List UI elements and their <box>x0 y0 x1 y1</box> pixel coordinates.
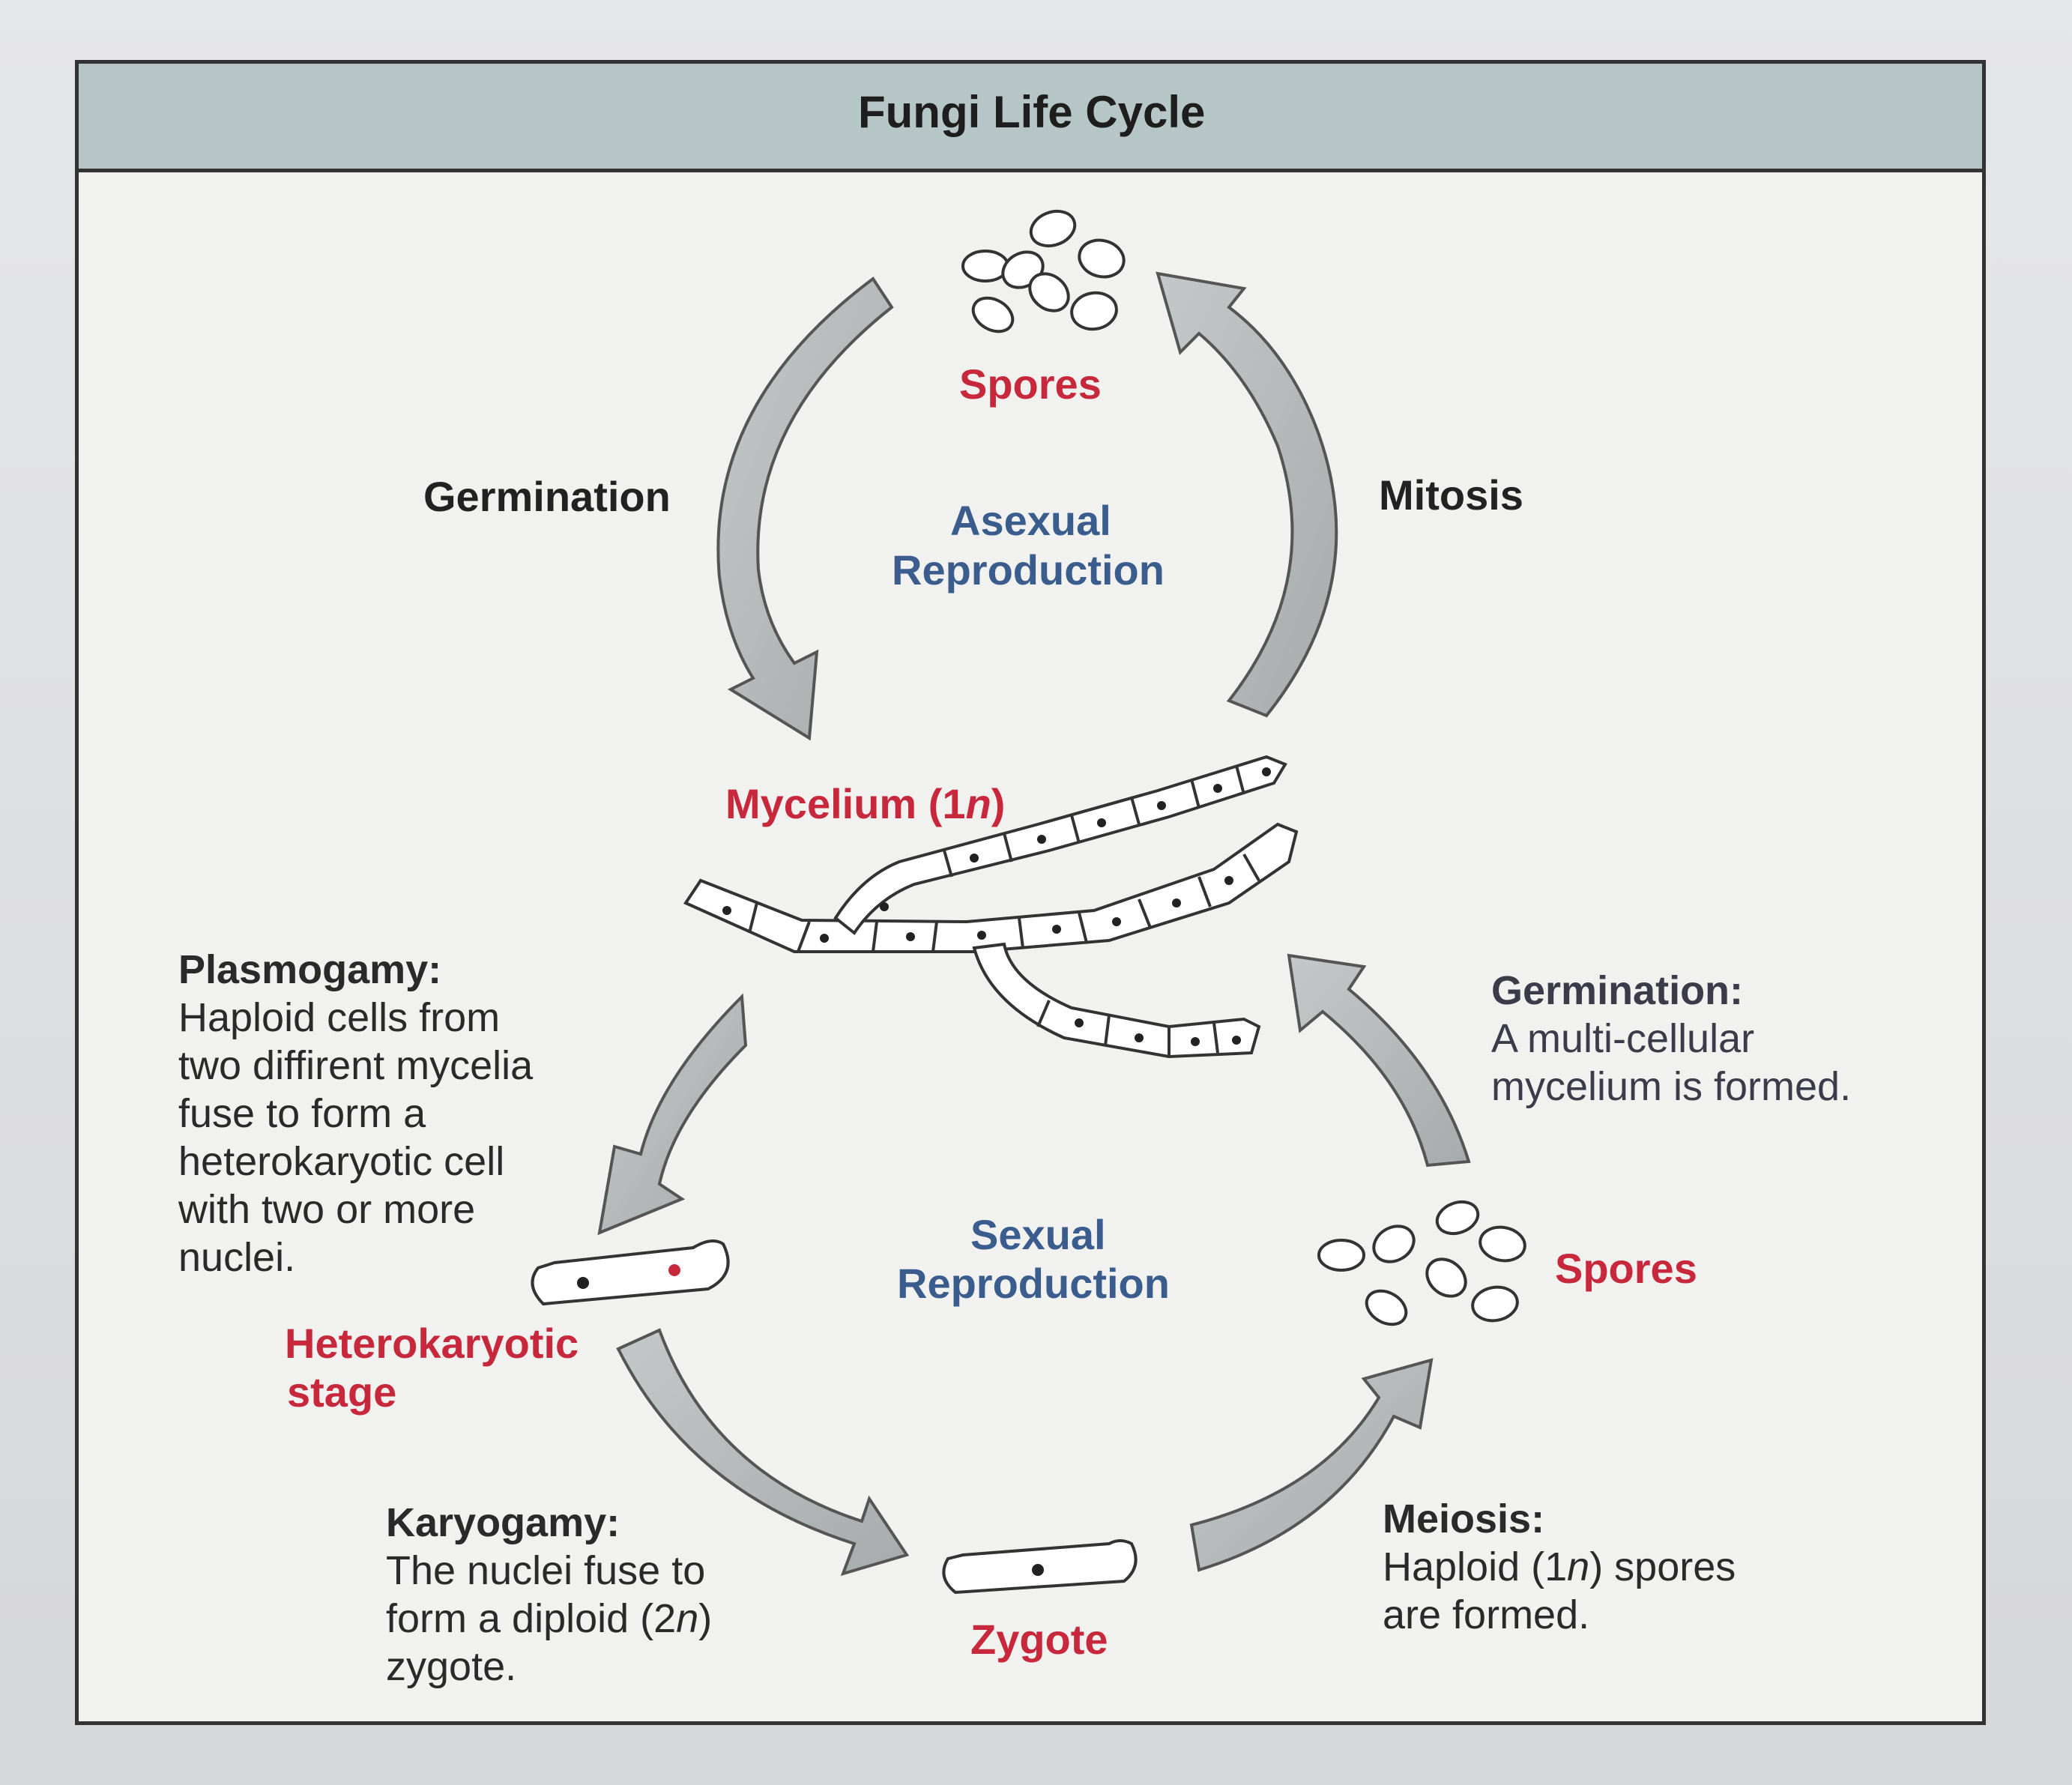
mitosis-label: Mitosis <box>1379 471 1523 519</box>
meiosis-arrow <box>1189 1358 1434 1572</box>
heterokaryotic-label: Heterokaryotic <box>285 1320 579 1367</box>
germination-line: A multi-cellular <box>1491 1016 1755 1061</box>
plasmogamy-line: nuclei. <box>178 1235 296 1280</box>
karyogamy-description: Karyogamy: The nuclei fuse to form a dip… <box>386 1499 712 1691</box>
germination-line: mycelium is formed. <box>1491 1064 1852 1109</box>
germination-arrow-asexual <box>716 277 894 741</box>
karyogamy-line: zygote. <box>386 1644 517 1689</box>
plasmogamy-line: heterokaryotic cell <box>178 1139 505 1184</box>
plasmogamy-line: with two or more <box>178 1187 476 1232</box>
sexual-label: Sexual <box>970 1211 1106 1258</box>
zygote-label: Zygote <box>970 1616 1108 1663</box>
mycelium-label: Mycelium (1n) <box>725 780 1006 827</box>
diagram-frame <box>75 60 1986 1725</box>
heterokaryotic-cell <box>531 1239 730 1306</box>
plasmogamy-line: Haploid cells from <box>178 995 501 1040</box>
karyogamy-line: The nuclei fuse to <box>386 1548 706 1593</box>
meiosis-description: Meiosis: Haploid (1n) spores are formed. <box>1383 1495 1736 1639</box>
meiosis-heading: Meiosis: <box>1383 1496 1545 1541</box>
mitosis-arrow <box>1156 271 1338 718</box>
karyogamy-heading: Karyogamy: <box>386 1500 620 1545</box>
plasmogamy-arrow <box>597 993 748 1236</box>
spores-cluster-right <box>1317 1200 1526 1326</box>
asexual-label: Asexual <box>950 497 1111 544</box>
spores-label-right: Spores <box>1555 1245 1697 1292</box>
meiosis-line: Haploid (1n) spores <box>1383 1544 1736 1589</box>
zygote-cell <box>942 1539 1138 1595</box>
germination-description: Germination: A multi-cellular mycelium i… <box>1491 967 1851 1111</box>
germination-label: Germination <box>423 473 671 520</box>
germination-heading: Germination: <box>1491 968 1744 1013</box>
reproduction-label-asexual: Reproduction <box>892 546 1165 594</box>
reproduction-label-sexual: Reproduction <box>897 1260 1170 1307</box>
title-bar <box>79 64 1982 172</box>
plasmogamy-description: Plasmogamy: Haploid cells from two diffi… <box>178 946 533 1281</box>
stage-label: stage <box>287 1368 397 1416</box>
diagram-title: Fungi Life Cycle <box>858 87 1206 137</box>
plasmogamy-heading: Plasmogamy: <box>178 947 442 992</box>
mycelium-hyphae <box>683 755 1299 1059</box>
spores-label-top: Spores <box>959 360 1102 408</box>
karyogamy-line: form a diploid (2n) <box>386 1596 713 1641</box>
plasmogamy-line: two diffirent mycelia <box>178 1043 534 1088</box>
meiosis-line: are formed. <box>1383 1592 1590 1637</box>
karyogamy-arrow <box>616 1328 910 1577</box>
plasmogamy-line: fuse to form a <box>178 1091 426 1136</box>
spores-cluster-top <box>961 209 1126 333</box>
germination-arrow-sexual <box>1287 953 1471 1168</box>
